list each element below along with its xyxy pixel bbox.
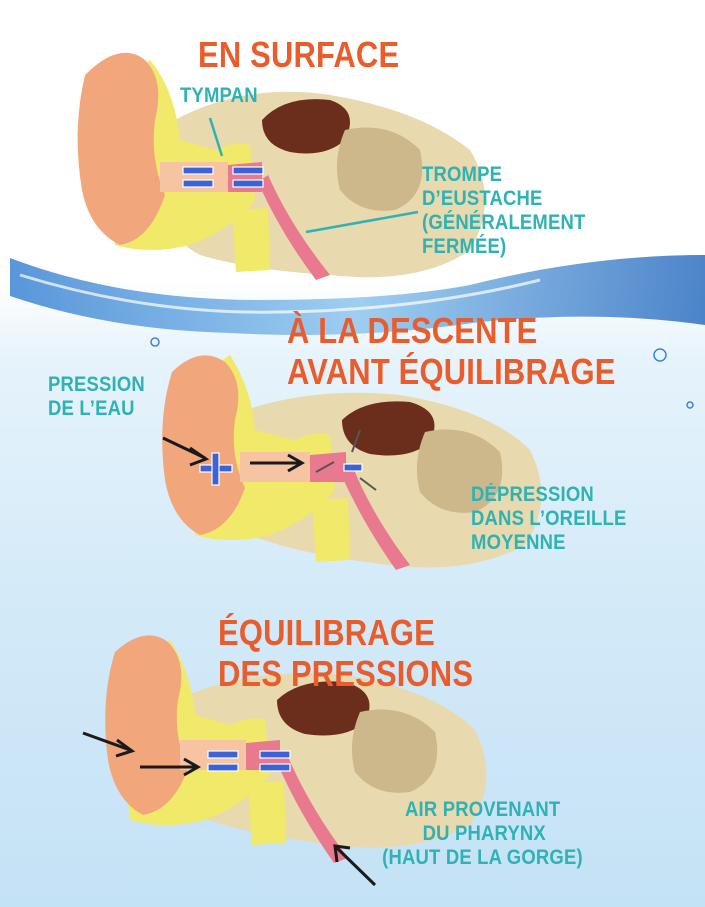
outer-ear-shape	[162, 355, 245, 535]
bone-shape	[248, 781, 286, 845]
middle-ear	[310, 452, 346, 482]
title-descent: À LA DESCENTE AVANT ÉQUILIBRAGE	[287, 310, 616, 392]
ear-canal	[240, 452, 310, 482]
title-surface: EN SURFACE	[198, 34, 399, 75]
label-water-pressure: PRESSION DE L’EAU	[48, 373, 145, 421]
equal-sign-middle	[260, 764, 290, 771]
equal-sign-middle	[260, 751, 290, 758]
equal-sign-outer	[208, 764, 238, 771]
label-pharynx-air: AIR PROVENANT DU PHARYNX (HAUT DE LA GOR…	[398, 798, 583, 870]
bone-shape	[232, 208, 270, 272]
label-tympan: TYMPAN	[180, 84, 258, 108]
outer-ear-shape	[105, 635, 188, 815]
title-equalization: ÉQUILIBRAGE DES PRESSIONS	[218, 612, 473, 694]
equal-sign-middle	[233, 167, 263, 174]
plus-sign	[212, 453, 219, 485]
label-depression: DÉPRESSION DANS L’OREILLE MOYENNE	[471, 483, 626, 555]
equal-sign-outer	[208, 751, 238, 758]
outer-ear-shape	[78, 53, 165, 245]
minus-sign	[344, 464, 362, 471]
equal-sign-outer	[183, 180, 213, 187]
equal-sign-middle	[233, 180, 263, 187]
bone-shape	[312, 498, 350, 562]
equal-sign-outer	[183, 167, 213, 174]
label-eustachian-tube: TROMPE D’EUSTACHE (GÉNÉRALEMENT FERMÉE)	[422, 163, 585, 259]
